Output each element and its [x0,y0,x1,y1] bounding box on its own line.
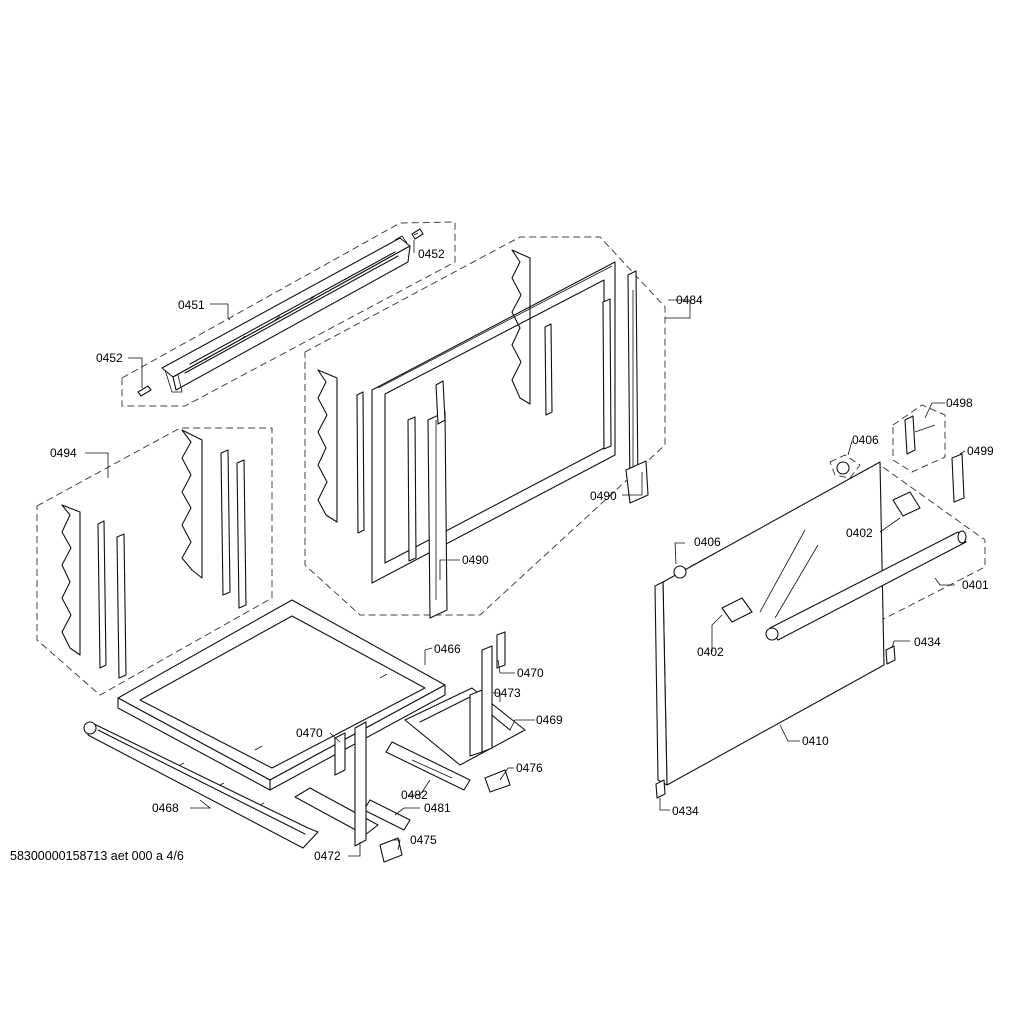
callout-0470-right: 0470 [517,666,544,680]
callout-0499: 0499 [967,444,994,458]
door-panel [654,461,885,786]
callout-0406-top: 0406 [852,433,879,447]
callout-0434-right: 0434 [914,635,941,649]
callout-0451: 0451 [178,298,205,312]
callout-0402-right: 0402 [846,526,873,540]
group-outline-door-bushing [829,454,861,479]
callout-0466: 0466 [434,642,461,656]
frame-support-rail-back [625,270,649,504]
callout-0469: 0469 [536,713,563,727]
hinge-pin-0498 [904,415,936,455]
callout-0434-bottom: 0434 [672,804,699,818]
group-outline-hinge-pin [892,404,946,473]
callout-0410: 0410 [802,734,829,748]
frame-vertical-strip-2 [407,416,417,562]
side-rack-right-wave [181,429,247,609]
callout-0472: 0472 [314,849,341,863]
handle-end-cap-right [892,491,921,517]
door-handle-bar [765,530,967,641]
callout-0498: 0498 [946,396,973,410]
frame-wave-guide-upper [511,249,553,416]
group-outline-left-racks [36,427,273,696]
runner-0482 [385,741,471,791]
door-bushing-top [836,461,850,475]
callout-0484: 0484 [676,293,703,307]
support-post-0473 [469,631,506,757]
side-telescopic-rail [83,721,319,849]
callout-0490-right: 0490 [590,489,617,503]
callout-0470-left: 0470 [296,726,323,740]
spacer-0499 [951,453,965,503]
callout-0475: 0475 [410,833,437,847]
callout-0482: 0482 [401,788,428,802]
callout-0494: 0494 [50,446,77,460]
support-post-0472 [334,721,367,847]
group-outline-inner-frame [304,236,666,616]
callout-0406-left: 0406 [694,535,721,549]
callout-0473: 0473 [494,686,521,700]
door-foot-0434-left [655,779,666,799]
handle-end-cap-left [721,597,753,623]
top-front-strip [161,235,411,393]
callout-0481: 0481 [424,801,451,815]
bottom-tray [117,599,446,791]
door-foot-0434-right [885,645,896,665]
top-strip-pin-left [137,385,152,397]
callout-0401: 0401 [962,578,989,592]
callout-0452-right: 0452 [418,247,445,261]
clip-0476 [484,769,511,793]
leader-lines [85,240,966,857]
clip-0475 [379,837,403,863]
document-id: 58300000158713 aet 000 a 4/6 [10,849,184,863]
frame-wave-guide-lower [317,369,365,534]
callout-0476: 0476 [516,761,543,775]
frame-support-rail-front [427,380,448,619]
door-bushing-left [673,565,687,579]
top-strip-pin-right [411,228,424,240]
frame-vertical-strip-1 [602,298,612,450]
group-outline-top-strip [121,221,456,407]
runner-0481 [294,787,411,836]
callout-0468: 0468 [152,801,179,815]
callout-0402-left: 0402 [697,645,724,659]
callout-0452-left: 0452 [96,351,123,365]
callout-0490-center: 0490 [462,553,489,567]
side-rack-left-wave [61,504,127,679]
